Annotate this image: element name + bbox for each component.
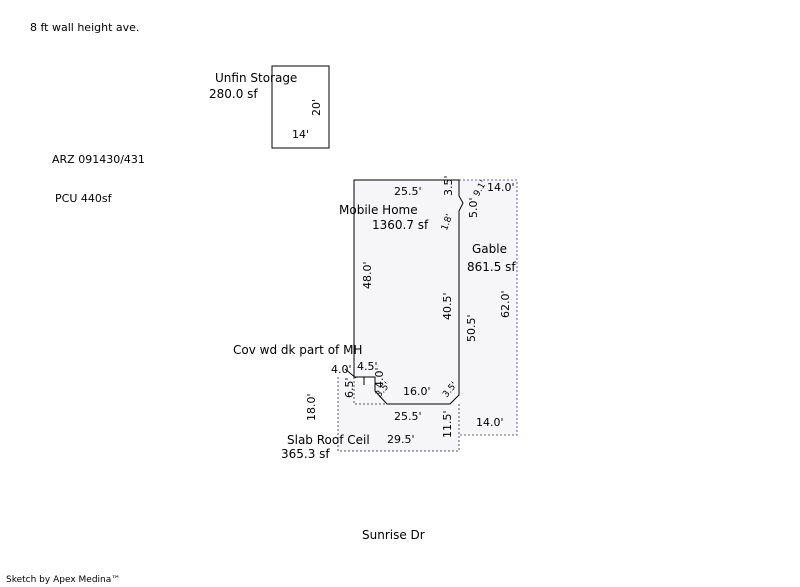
mobile-home-outline [353,179,464,405]
slab-dim-right: 11.5' [441,410,454,438]
slab-dim-left: 18.0' [305,393,318,421]
mh-dim-right: 40.5' [441,292,454,320]
gable-dim-top: 14.0' [487,181,515,194]
street-label: Sunrise Dr [362,528,425,542]
gable-dim-left: 50.5' [465,314,478,342]
gable-dim-right: 62.0' [499,290,512,318]
slab-dim-bottom: 29.5' [387,433,415,446]
deck-dim-c: 4.0' [373,367,386,388]
storage-dim-bottom: 14' [292,128,310,141]
permit-note: ARZ 091430/431 [52,153,145,166]
deck-dim-a: 4.0' [331,363,352,376]
storage-area: 280.0 sf [209,87,258,101]
gable-area: 861.5 sf [467,260,516,274]
pcu-note: PCU 440sf [55,192,112,205]
gable-outline [459,179,518,436]
mh-dim-left: 48.0' [361,261,374,289]
gable-label: Gable [472,242,507,256]
deck-diagonal [344,368,357,379]
mh-dim-top-right: 3.5' [442,175,455,196]
deck-dim-b: 4.5' [357,360,378,373]
mh-dim-bottom: 16.0' [403,385,431,398]
slab-area: 365.3 sf [281,447,330,461]
mobile-home-area: 1360.7 sf [372,218,429,232]
storage-dim-side: 20' [310,98,323,116]
deck-label: Cov wd dk part of MH [233,343,363,357]
storage-outline [271,65,330,149]
slab-label: Slab Roof Ceil [287,433,370,447]
mobile-home-label: Mobile Home [339,203,418,217]
wall-height-note: 8 ft wall height ave. [30,21,140,34]
slab-dim-top: 25.5' [394,410,422,423]
mh-dim-top: 25.5' [394,185,422,198]
deck-outline [353,377,387,405]
storage-label: Unfin Storage [215,71,298,85]
sketch-credit: Sketch by Apex Medina™ [6,575,121,585]
gable-dim-side-top: 5.0' [467,197,480,218]
gable-dim-bottom: 14.0' [476,416,504,429]
deck-dim-d: 6.5' [343,377,356,398]
slab-outline [337,377,460,452]
